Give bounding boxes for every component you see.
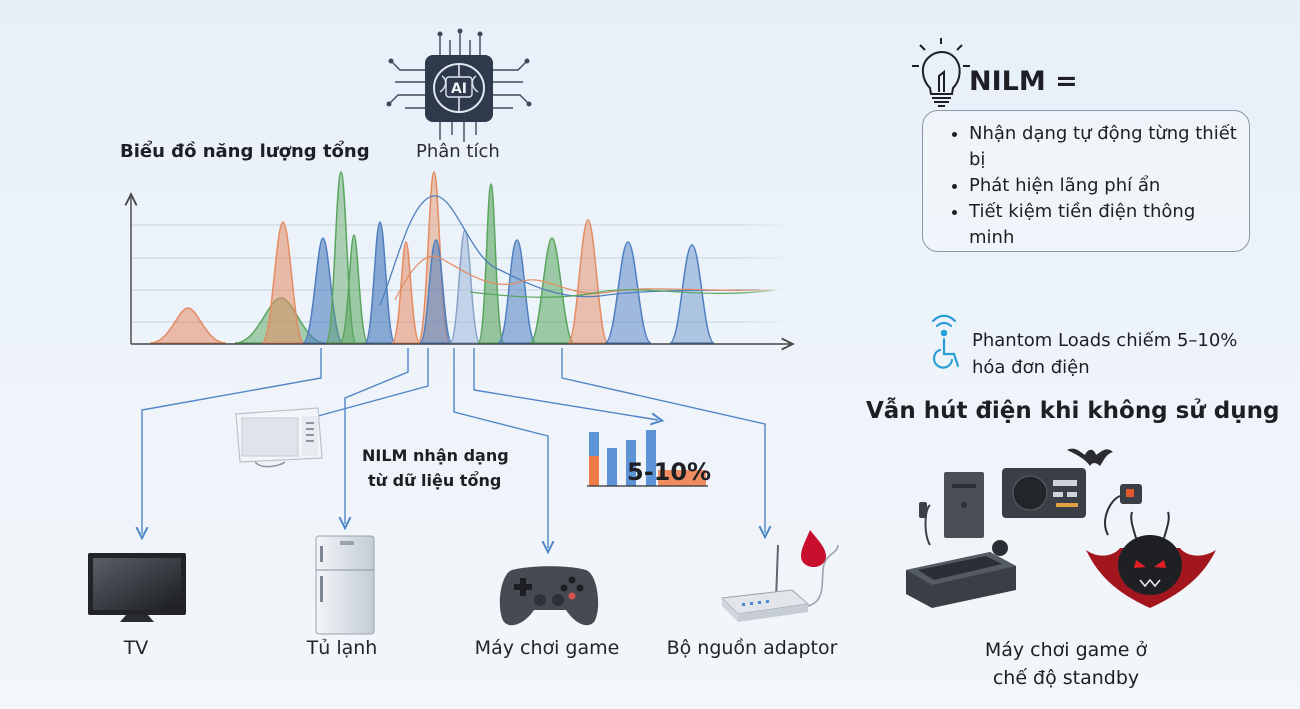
phantom-bar (607, 448, 617, 486)
phantom-bar (626, 440, 636, 486)
nilm-benefit-item: Tiết kiệm tiền điện thông minh (969, 199, 1239, 251)
pc-tower-icon (919, 472, 984, 546)
fridge-icon (315, 535, 375, 635)
adaptor-plug-icon (1104, 484, 1142, 536)
blood-drop-icon (801, 530, 826, 567)
phantom-loads-note: Phantom Loads chiếm 5–10% hóa đơn điện (972, 330, 1238, 378)
microwave-icon (235, 407, 323, 468)
gamepad-icon (499, 566, 599, 626)
nilm-recognition-note: NILM nhận dạng từ dữ liệu tổng (362, 443, 509, 493)
nilm-recognition-line: từ dữ liệu tổng (368, 471, 502, 490)
nilm-heading: NILM = (969, 66, 1078, 97)
ai-chip-icon: AI (386, 28, 532, 142)
device-label-gamepad: Máy chơi game (474, 637, 620, 659)
ai-chip-label: AI (451, 81, 467, 97)
nilm-benefits-box: Nhận dạng tự động từng thiết bị Phát hiệ… (922, 110, 1250, 252)
phantom-bar (589, 456, 599, 486)
arrow-to-gamepad (453, 348, 548, 548)
standby-scene (906, 448, 1216, 608)
arrow-to-phantom (473, 348, 658, 420)
phantom-percent-label: 5-10% (627, 458, 712, 486)
arrow-to-tv (142, 348, 322, 534)
nilm-recognition-line: NILM nhận dạng (362, 446, 509, 465)
nilm-benefits-list: Nhận dạng tự động từng thiết bị Phát hiệ… (923, 111, 1249, 251)
tv-icon (88, 553, 186, 622)
phantom-bar-chart (587, 430, 708, 487)
device-label-adaptor: Bộ nguồn adaptor (666, 637, 838, 659)
energy-chart (131, 171, 790, 345)
arrow-to-fridge (345, 348, 409, 524)
device-arrows (142, 348, 765, 548)
arrow-to-adaptor (561, 348, 765, 533)
wifi-person-icon (931, 314, 960, 369)
console-icon (906, 540, 1016, 608)
receiver-icon (1002, 468, 1086, 518)
router-icon (720, 544, 839, 622)
nilm-benefit-item: Nhận dạng tự động từng thiết bị (969, 121, 1239, 173)
arrow-to-microwave (317, 348, 429, 417)
device-label-tv: TV (123, 637, 149, 659)
ai-caption: Phân tích (416, 141, 500, 162)
standby-label: Máy chơi game ở chế độ standby (984, 639, 1148, 689)
lightbulb-icon (912, 38, 970, 107)
chart-title: Biểu đồ năng lượng tổng (120, 141, 370, 162)
phantom-bar (646, 430, 656, 486)
device-label-fridge: Tủ lạnh (306, 637, 378, 659)
phantom-bar (589, 432, 599, 456)
nilm-benefit-item: Phát hiện lãng phí ẩn (969, 173, 1239, 199)
bat-icon (1067, 448, 1113, 466)
phantom-bar (658, 470, 706, 486)
standby-heading: Vẫn hút điện khi không sử dụng (866, 398, 1280, 424)
chart-peaks (149, 171, 785, 345)
vampire-icon (1086, 511, 1216, 608)
